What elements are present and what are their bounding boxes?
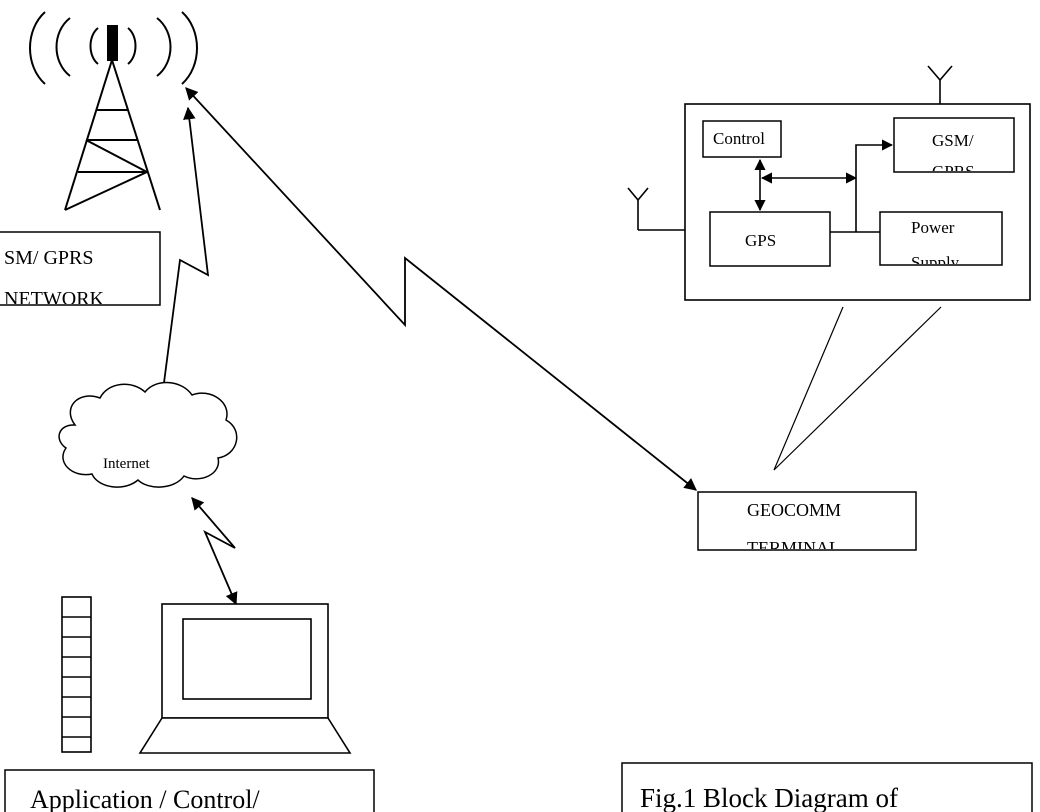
tower-terminal-link xyxy=(185,87,697,491)
power-supply-block xyxy=(879,211,1003,266)
gsm-gprs-label-cut: GPRS xyxy=(932,162,975,181)
geocomm-label-cut: TERMINAL xyxy=(747,538,840,558)
gsm-gprs-module xyxy=(893,117,1015,173)
internet-laptop-link xyxy=(191,497,238,606)
antenna-icon xyxy=(927,65,953,104)
power-label-cut: Supply xyxy=(911,253,960,272)
laptop-icon xyxy=(138,603,352,754)
cloud-icon xyxy=(58,381,238,488)
internet-label: Internet xyxy=(103,456,150,472)
internal-connections xyxy=(754,139,894,233)
gps-label: GPS xyxy=(745,231,776,250)
tower-internet-link xyxy=(157,106,210,400)
gsm-network-label-cut: NETWORK xyxy=(4,288,105,310)
control-label: Control xyxy=(713,129,765,148)
gsm-gprs-label: GSM/ xyxy=(932,131,974,150)
power-label: Power xyxy=(911,218,955,237)
app-control-box xyxy=(4,769,375,812)
figure-caption-box xyxy=(621,762,1033,812)
app-control-label: Application / Control/ xyxy=(30,785,260,812)
cell-tower-icon xyxy=(29,11,198,211)
gsm-network-box xyxy=(0,231,161,306)
geocomm-label: GEOCOMM xyxy=(747,500,841,520)
gsm-network-label: SM/ GPRS xyxy=(4,247,94,269)
figure-caption: Fig.1 Block Diagram of xyxy=(640,783,898,812)
control-block xyxy=(702,120,782,158)
geocomm-terminal-box xyxy=(697,491,917,551)
callout-lines xyxy=(773,306,942,471)
server-tower-icon xyxy=(61,596,92,753)
antenna-icon xyxy=(627,187,685,231)
gps-block xyxy=(709,211,831,267)
